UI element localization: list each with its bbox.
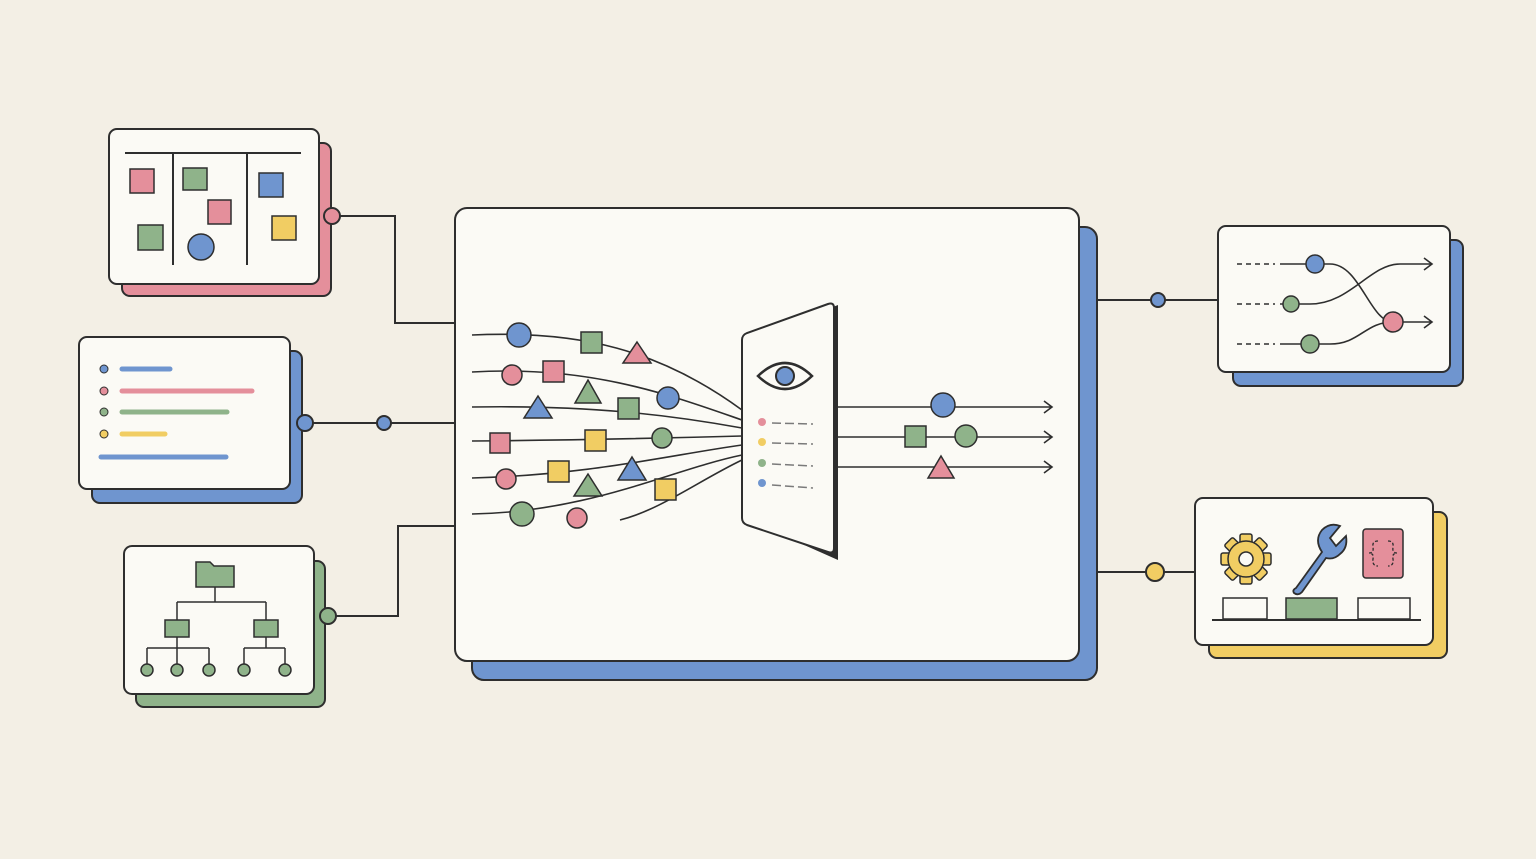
stream-marker-circle: [506, 322, 532, 348]
stream-marker-triangle: [572, 472, 604, 497]
code-braces: [1368, 540, 1398, 567]
bulleted-list-icon: [98, 364, 255, 460]
filtered-bullet: [758, 438, 766, 446]
filtered-line: [771, 463, 814, 467]
stream-marker-triangle: [522, 394, 554, 419]
stream-marker-circle: [501, 364, 523, 386]
code-brackets-icon: [1362, 528, 1404, 579]
list-card[interactable]: [78, 336, 392, 504]
stream-marker-triangle: [573, 378, 603, 404]
routing-node: [1305, 254, 1325, 274]
routing-node: [1382, 311, 1404, 333]
tree-leaf: [202, 663, 216, 677]
stream-marker-square: [617, 397, 640, 420]
output-arrow: [836, 430, 1054, 444]
routing-node: [1282, 295, 1300, 313]
stream-marker-square: [584, 429, 607, 452]
output-marker-triangle: [926, 454, 956, 479]
sticky-note: [258, 172, 284, 198]
folder-icon: [195, 561, 235, 588]
kanban-board-card[interactable]: [108, 128, 341, 297]
tree-leaf: [170, 663, 184, 677]
tools-connector-dot: [1145, 562, 1165, 582]
eye-iris: [775, 366, 795, 386]
eye-icon: [756, 361, 814, 391]
stream-marker-circle: [509, 501, 535, 527]
stream-markers: [489, 322, 680, 529]
wrench-shape: [1292, 523, 1348, 596]
filtered-line: [771, 484, 814, 489]
filtered-line: [771, 422, 814, 425]
filtered-line: [771, 442, 814, 445]
tree-leaf: [278, 663, 292, 677]
tool-slot-active: [1285, 597, 1338, 620]
list-port-dot[interactable]: [296, 414, 314, 432]
crossing-flows-icon: [1237, 254, 1434, 354]
list-bullet: [99, 386, 109, 396]
stream-marker-square: [542, 360, 565, 383]
filtered-bullet: [758, 479, 766, 487]
sticky-note: [182, 167, 208, 191]
tree-branch: [176, 587, 267, 620]
filtered-bullet: [758, 459, 766, 467]
sticky-dot: [187, 233, 215, 261]
kanban-port-dot[interactable]: [323, 207, 341, 225]
code-file: [1362, 528, 1404, 579]
sticky-note: [207, 199, 232, 225]
tree-leaf: [140, 663, 154, 677]
filter-panel[interactable]: [741, 302, 838, 561]
routing-flow: [1280, 257, 1434, 305]
tools-card[interactable]: [1145, 497, 1448, 659]
folder-tree-card[interactable]: [123, 545, 337, 708]
stream-line: [619, 459, 743, 521]
tree-leaf: [237, 663, 251, 677]
tree-node: [253, 619, 279, 638]
stream-marker-triangle: [616, 455, 648, 481]
sticky-note: [271, 215, 297, 241]
tool-slot: [1222, 597, 1268, 620]
sticky-notes-board-icon: [125, 152, 301, 265]
stream-marker-square: [654, 478, 677, 501]
wrench-icon: [1292, 523, 1348, 596]
output-marker-circle: [930, 392, 956, 418]
routing-graph-card[interactable]: [1150, 225, 1464, 387]
stream-marker-circle: [495, 468, 517, 490]
routing-node: [1300, 334, 1320, 354]
sticky-note: [137, 224, 164, 251]
tree-card-body: [123, 545, 315, 695]
routing-connector-dot: [1150, 292, 1166, 308]
tree-node: [164, 619, 190, 638]
sticky-note: [129, 168, 155, 194]
stream-marker-circle: [651, 427, 673, 449]
filtered-bullet: [758, 418, 766, 426]
connector-kanban-to-core: [332, 215, 455, 324]
list-bullet: [99, 364, 109, 374]
tool-slot: [1357, 597, 1411, 620]
stream-marker-square: [547, 460, 570, 483]
output-marker-square: [904, 425, 927, 448]
list-bullet: [99, 429, 109, 439]
tool-slots: [1212, 597, 1421, 621]
filtered-list: [758, 418, 814, 489]
stream-line: [471, 435, 743, 442]
list-bullet: [99, 407, 109, 417]
gear-icon: [1220, 533, 1272, 585]
tree-branch: [146, 637, 286, 664]
filter-processor[interactable]: [454, 207, 1098, 681]
stream-marker-square: [489, 432, 511, 454]
tree-port-dot[interactable]: [319, 607, 337, 625]
filter-panel-body: [741, 302, 835, 554]
gear-hole: [1238, 551, 1254, 567]
connector-tree-to-core: [328, 525, 455, 617]
list-connector-dot: [376, 415, 392, 431]
stream-marker-circle: [656, 386, 680, 410]
stream-marker-circle: [566, 507, 588, 529]
stream-marker-square: [580, 331, 603, 354]
gear-wrench-code-icon: [1212, 523, 1421, 621]
folder-hierarchy-icon: [140, 561, 292, 677]
output-marker-circle: [954, 424, 978, 448]
stream-marker-triangle: [621, 340, 653, 364]
